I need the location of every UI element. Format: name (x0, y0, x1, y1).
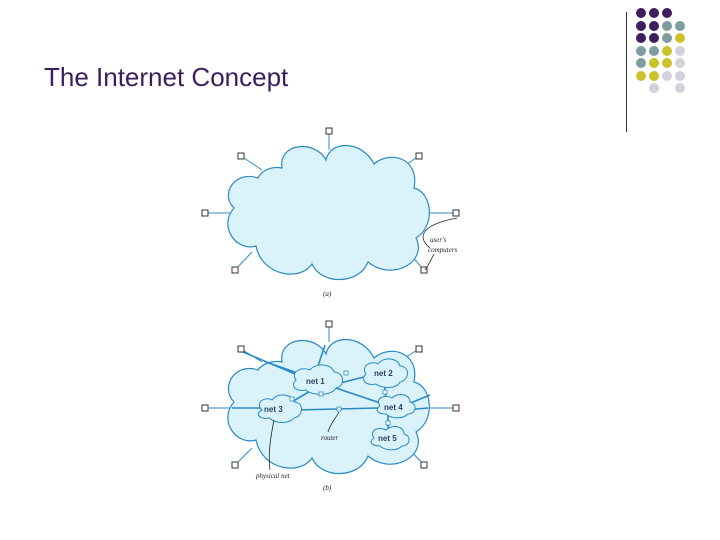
diagram-a: user's computers (a) (201, 127, 460, 298)
diagram-b: net 1 net 2 net 3 net 4 net 5 router phy… (201, 320, 460, 492)
router-icon (318, 391, 324, 397)
slide-title: The Internet Concept (44, 62, 289, 92)
decorative-dot (675, 20, 685, 31)
net-clouds (257, 358, 416, 451)
net4-label: net 4 (384, 403, 403, 412)
host-computer-icon (452, 404, 460, 412)
net5-label: net 5 (378, 434, 397, 443)
router-icon (343, 370, 349, 376)
decorative-dot (675, 45, 685, 56)
caption-a: (a) (323, 290, 332, 298)
decorative-dot (649, 8, 659, 18)
decorative-dot (675, 58, 685, 68)
host-computer-icon (231, 461, 239, 469)
host-computer-icon (325, 127, 333, 135)
router-icon (382, 389, 388, 395)
decorative-dot (649, 70, 659, 81)
host-computer-icon (452, 209, 460, 217)
host-computer-icon (237, 345, 245, 353)
net5-cloud (370, 426, 410, 451)
net1-cloud (293, 364, 343, 395)
net3-label: net 3 (264, 405, 283, 414)
router-icon (289, 396, 295, 402)
decorative-dot (636, 58, 646, 68)
net1-label: net 1 (306, 377, 325, 386)
host-computer-icon (420, 461, 428, 469)
physical-net-annotation: physical net (255, 472, 291, 480)
net4-cloud (376, 394, 416, 419)
annotation-arrows-a (422, 217, 458, 271)
decorative-dot-grid (636, 8, 716, 108)
routers (289, 370, 391, 426)
decorative-dot (636, 8, 646, 18)
decorative-dot (662, 70, 672, 81)
router-icon (385, 420, 391, 426)
decorative-dot (662, 45, 672, 56)
decorative-dot (649, 83, 659, 93)
host-computer-icon (237, 152, 245, 160)
router-annotation: router (321, 434, 339, 442)
host-computer-icon (325, 320, 333, 328)
cloud-a (227, 144, 430, 281)
decorative-dot (636, 45, 646, 56)
decorative-dot (636, 70, 646, 81)
caption-b: (b) (323, 484, 332, 492)
decorative-dot (675, 83, 685, 93)
decorative-dot (662, 58, 672, 68)
decorative-dot (675, 33, 685, 43)
decorative-dot (675, 70, 685, 81)
net3-cloud (257, 394, 302, 423)
decorative-dot (636, 20, 646, 31)
decorative-dot (662, 8, 672, 18)
host-computer-icon (415, 152, 423, 160)
decorative-dot (649, 58, 659, 68)
decorative-dot (649, 45, 659, 56)
decorative-dot (649, 33, 659, 43)
annotation-arrows-b (268, 411, 340, 471)
annotation-users-line1: user's (430, 236, 447, 244)
host-computer-icon (415, 345, 423, 353)
decorative-dot (636, 33, 646, 43)
host-computer-icon (201, 209, 209, 217)
net2-cloud (363, 358, 408, 388)
net2-label: net 2 (374, 369, 393, 378)
router-icon (336, 406, 342, 412)
decorative-dot (662, 20, 672, 31)
host-computer-icon (201, 404, 209, 412)
annotation-users-line2: computers (428, 246, 457, 254)
decorative-divider-line (626, 12, 627, 132)
host-computer-icon (231, 266, 239, 274)
decorative-dot (649, 20, 659, 31)
decorative-dot (662, 33, 672, 43)
